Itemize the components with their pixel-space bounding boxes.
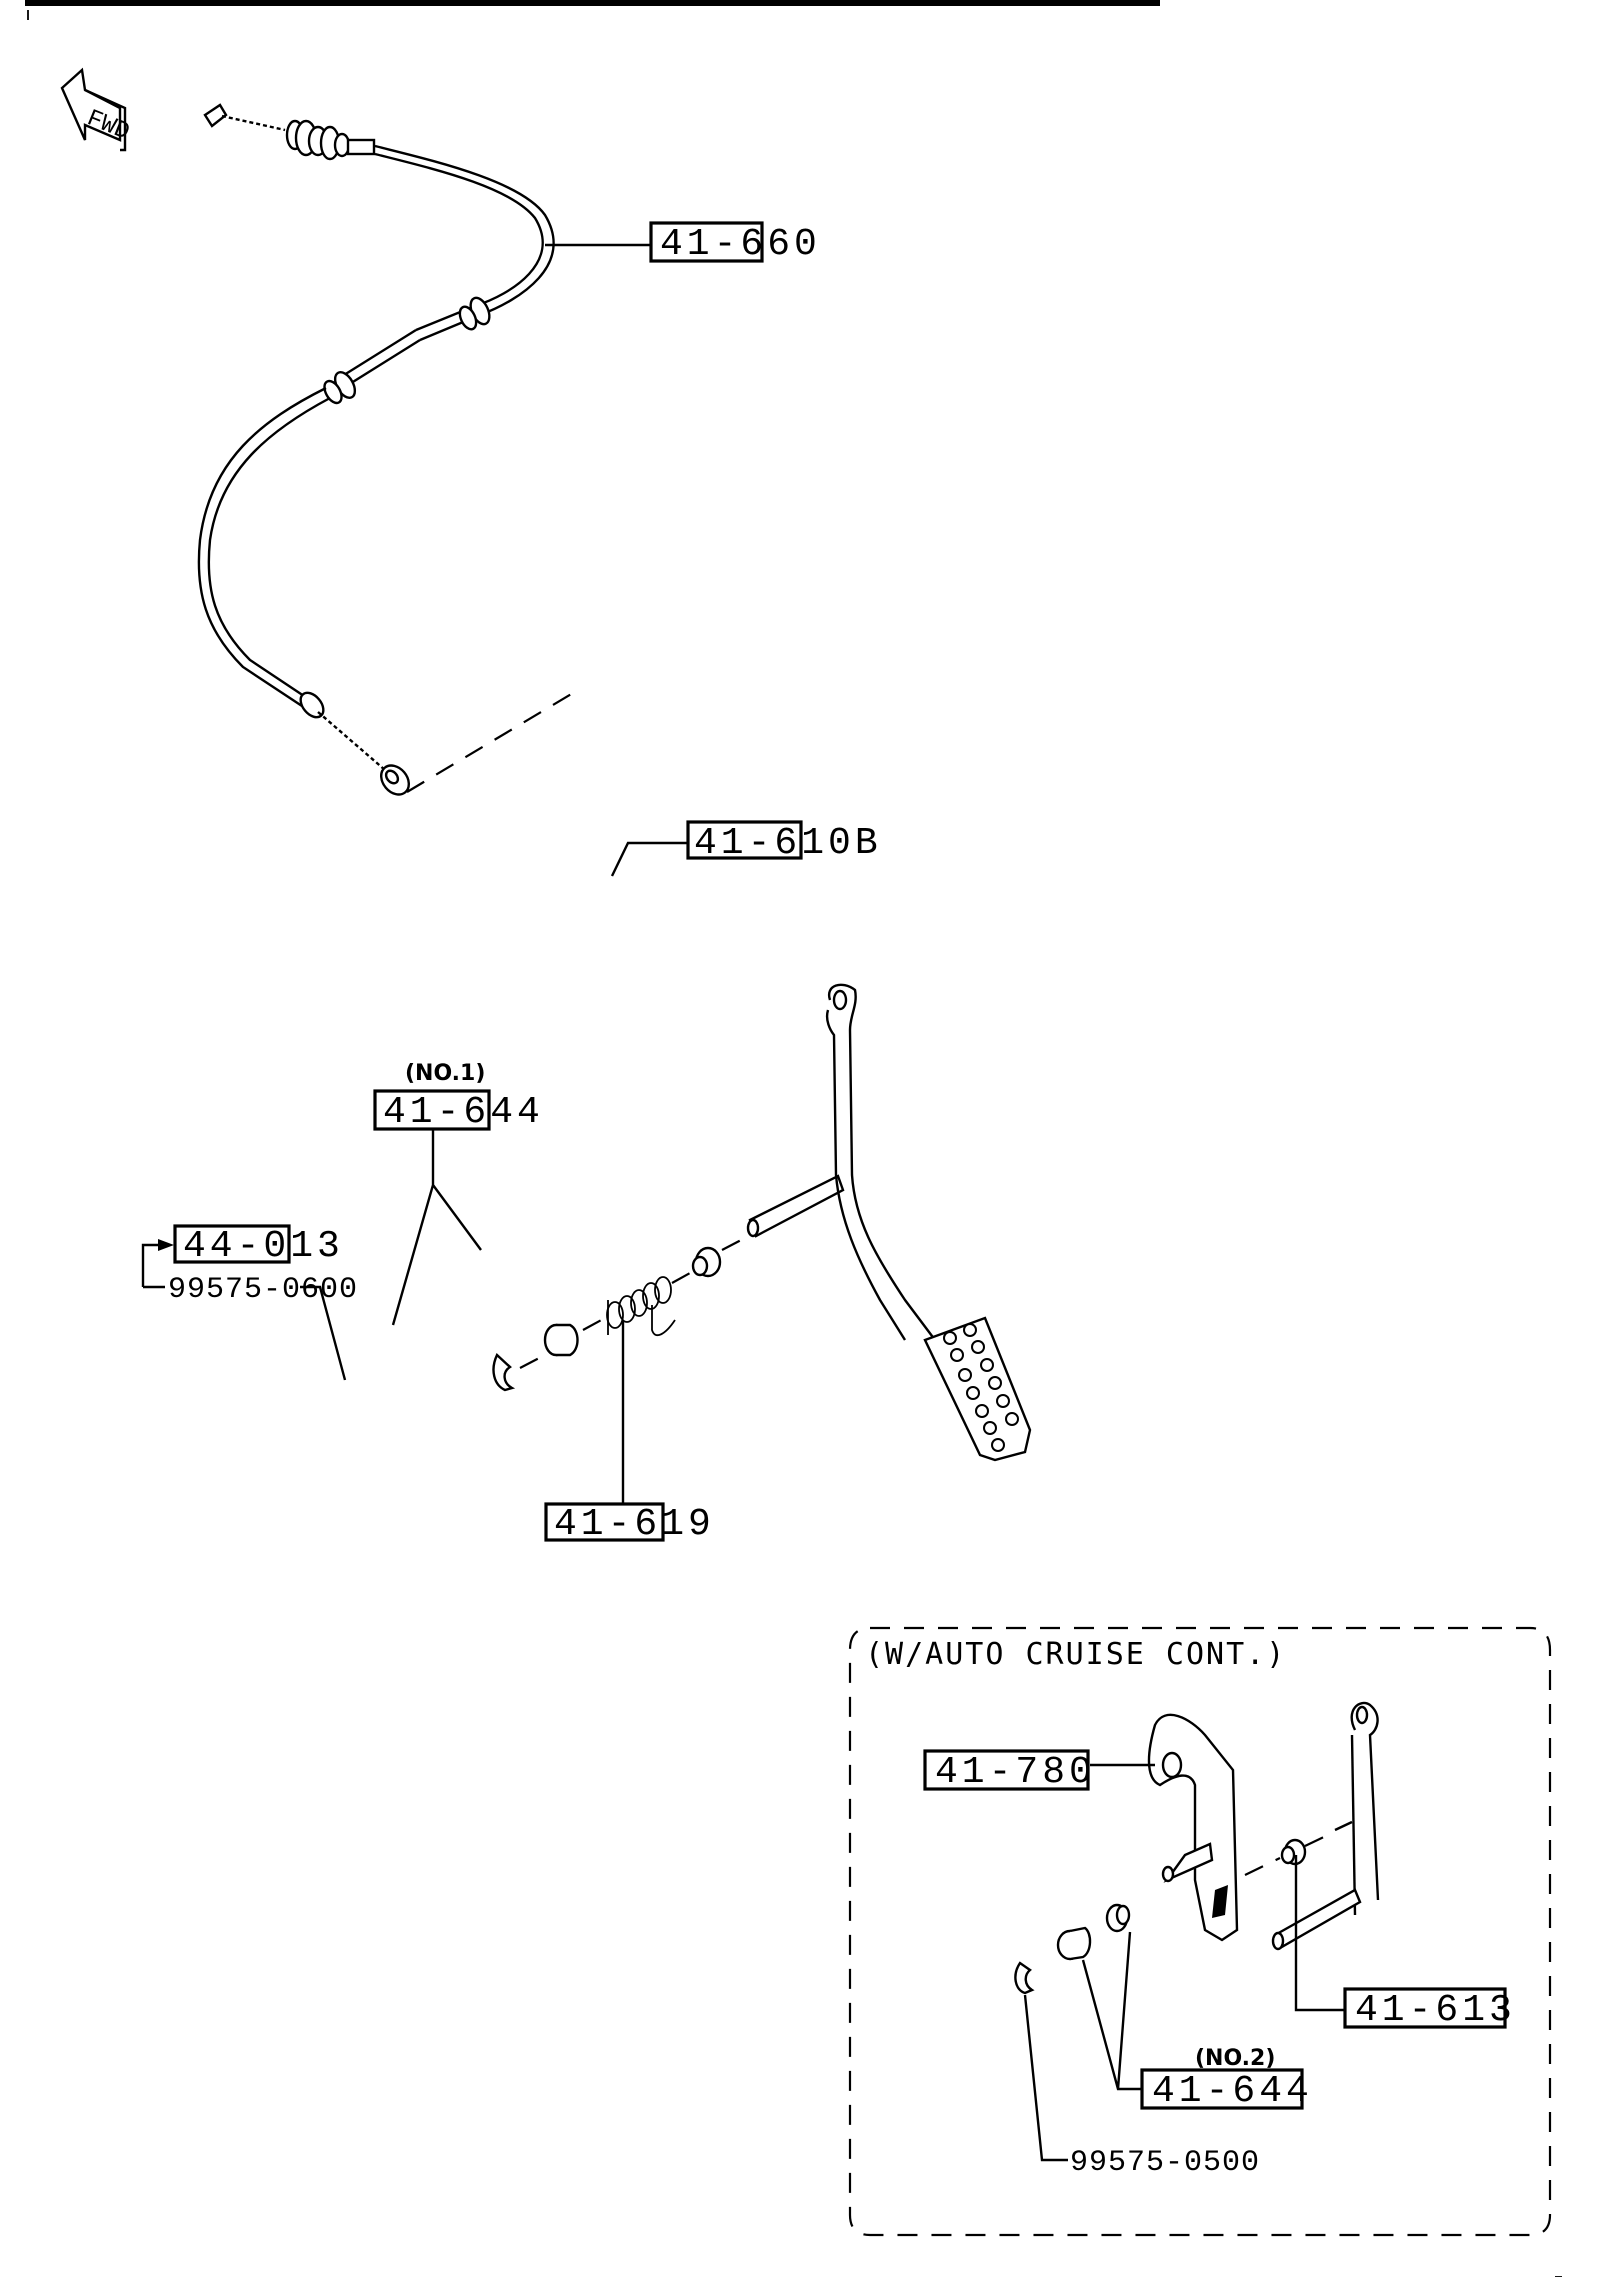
arrow-head-icon: [158, 1239, 174, 1251]
callout-41-780[interactable]: 41-780: [923, 1749, 1096, 1794]
callout-44-013[interactable]: 44-013: [173, 1224, 344, 1268]
part-number-41-644-no1: 41-644: [383, 1091, 544, 1134]
part-number-41-660: 41-660: [660, 223, 821, 266]
leader-line-41-610B: [610, 841, 688, 877]
part-number-41-610B: 41-610B: [694, 822, 882, 865]
callout-41-613[interactable]: 41-613: [1343, 1987, 1516, 2032]
callout-41-610B[interactable]: 41-610B: [686, 820, 882, 865]
part-number-41-613: 41-613: [1355, 1989, 1516, 2032]
auto-cruise-inset: (W/AUTO CRUISE CONT.): [848, 1626, 1552, 2237]
leader-line-99575-0500: [1023, 1994, 1068, 2162]
part-number-41-619: 41-619: [554, 1503, 715, 1546]
note-no1: (NO.1): [405, 1061, 485, 1086]
leader-line-41-644-no1: [391, 1130, 482, 1326]
callout-41-619[interactable]: 41-619: [544, 1502, 715, 1546]
part-number-99575-0600[interactable]: 99575-0600: [168, 1273, 358, 1307]
part-number-44-013: 44-013: [183, 1225, 344, 1268]
pedal-hardware-detail: [492, 1174, 845, 1392]
leader-line-41-644-no2: [1081, 1931, 1142, 2091]
leader-line-41-613: [1294, 1855, 1345, 2012]
callout-41-644-no1[interactable]: 41-644: [373, 1089, 544, 1134]
part-number-41-780: 41-780: [935, 1751, 1096, 1794]
note-no2: (NO.2): [1195, 2046, 1275, 2071]
forward-arrow-icon: FWD: [60, 67, 133, 152]
callout-41-660[interactable]: 41-660: [649, 221, 821, 266]
inset-heading: (W/AUTO CRUISE CONT.): [865, 1637, 1286, 1672]
leader-line-99575-0600: [300, 1285, 347, 1381]
reference-arrow: [141, 1243, 163, 1287]
accelerator-cable: [197, 103, 579, 796]
callout-41-644-no2[interactable]: 41-644: [1140, 2068, 1313, 2113]
part-number-41-644-no2: 41-644: [1152, 2070, 1313, 2113]
pedal-arm: [825, 983, 1032, 1462]
top-border: [25, 0, 1160, 6]
part-number-99575-0500[interactable]: 99575-0500: [1070, 2146, 1260, 2180]
